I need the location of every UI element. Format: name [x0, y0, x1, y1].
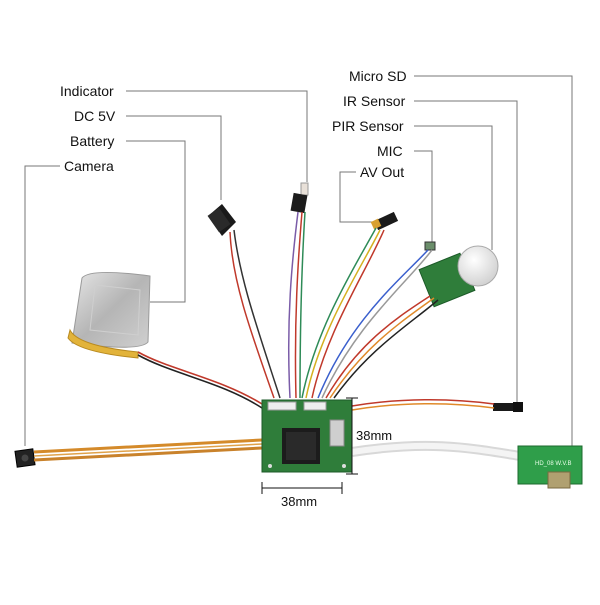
- label-micro-sd: Micro SD: [349, 68, 407, 84]
- leader-avout: [339, 171, 380, 223]
- camera: [14, 438, 263, 468]
- dimension-lines: [261, 397, 358, 494]
- label-dc5v: DC 5V: [74, 108, 116, 124]
- leader-indicator: [126, 90, 308, 182]
- label-battery: Battery: [70, 133, 115, 149]
- indicator-plug: [287, 182, 309, 399]
- dimension-height-label: 38mm: [356, 428, 393, 443]
- micro-sd-board: HD_08 W.V.B: [351, 440, 583, 489]
- label-pir-sensor: PIR Sensor: [332, 118, 404, 134]
- av-out-connector: [301, 211, 399, 399]
- leader-dc5v: [126, 115, 222, 200]
- label-camera: Camera: [64, 158, 114, 174]
- label-av-out: AV Out: [360, 164, 405, 180]
- battery: [67, 271, 263, 409]
- pir-sensor: [325, 245, 499, 399]
- leader-lines: [24, 75, 573, 452]
- dc5v-connector: [207, 204, 281, 399]
- label-mic: MIC: [377, 143, 403, 159]
- dimension-width-label: 38mm: [281, 494, 318, 509]
- svg-text:HD_08 W.V.B: HD_08 W.V.B: [535, 461, 571, 467]
- leader-microsd: [414, 75, 573, 452]
- leader-battery: [126, 140, 186, 303]
- leader-mic: [414, 150, 433, 244]
- leader-camera: [24, 165, 60, 446]
- leader-irsensor: [414, 100, 518, 407]
- label-ir-sensor: IR Sensor: [343, 93, 406, 109]
- label-indicator: Indicator: [60, 83, 114, 99]
- main-pcb: [261, 399, 353, 473]
- mic-component: [317, 241, 436, 399]
- leader-pirsensor: [414, 125, 493, 250]
- ir-sensor-plug: [351, 399, 523, 412]
